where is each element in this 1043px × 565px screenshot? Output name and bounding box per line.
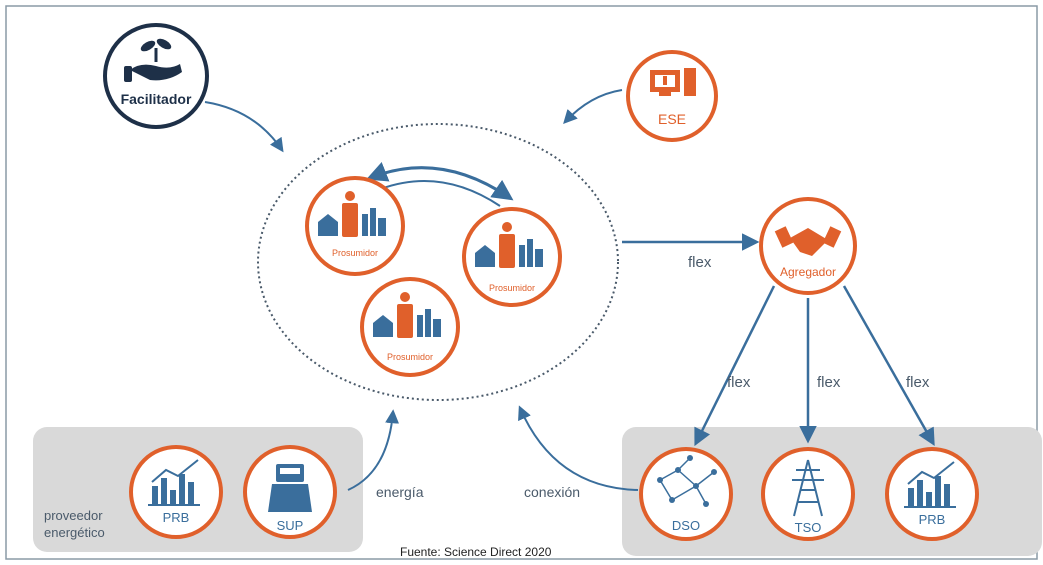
person-house-factory-icon xyxy=(475,222,543,268)
dso-node: DSO xyxy=(639,447,733,541)
monitor-server-icon xyxy=(650,68,696,96)
bar-chart-icon xyxy=(904,461,956,508)
prb-right-node: PRB xyxy=(885,447,979,541)
flex-label-agregador: flex xyxy=(688,254,712,271)
energia-arrow xyxy=(347,409,400,491)
tso-node: TSO xyxy=(761,447,855,541)
conexion-label: conexión xyxy=(524,484,580,500)
flex-label-dso: flex xyxy=(727,374,751,391)
ese-label: ESE xyxy=(658,111,686,127)
provider-label-line2: energético xyxy=(44,525,105,540)
ese-node: ESE xyxy=(626,50,718,142)
prb-right-label: PRB xyxy=(919,512,946,527)
person-house-factory-icon xyxy=(318,191,386,237)
flex-arrow-to-dso xyxy=(694,285,776,447)
prosumidor-node-1: Prosumidor xyxy=(305,176,405,276)
provider-label-line1: proveedor xyxy=(44,508,103,523)
agregador-label: Agregador xyxy=(780,265,836,279)
flex-arrow-to-prb xyxy=(842,285,935,447)
plant-in-hand-icon xyxy=(124,38,182,82)
dso-label: DSO xyxy=(672,518,700,533)
prosumidor-label-1: Prosumidor xyxy=(332,248,378,258)
prosumidor-label-2: Prosumidor xyxy=(489,283,535,293)
prosumer-community-ellipse xyxy=(257,123,619,401)
flex-label-prb: flex xyxy=(906,374,930,391)
flex-label-tso: flex xyxy=(817,374,841,391)
prosumidor-label-3: Prosumidor xyxy=(387,352,433,362)
facilitador-arrow xyxy=(204,101,284,153)
source-caption: Fuente: Science Direct 2020 xyxy=(400,545,552,559)
conexion-arrow xyxy=(518,405,639,491)
network-icon xyxy=(657,455,717,507)
facilitador-node: Facilitador xyxy=(103,23,209,129)
meter-icon xyxy=(268,464,312,512)
bar-chart-icon xyxy=(148,459,200,506)
transmission-tower-icon xyxy=(792,459,824,517)
outer-frame xyxy=(5,5,1038,560)
sup-node: SUP xyxy=(243,445,337,539)
person-house-factory-icon xyxy=(373,292,441,338)
prosumer-exchange-arrow xyxy=(366,162,514,201)
energia-label: energía xyxy=(376,484,424,500)
prb-left-node: PRB xyxy=(129,445,223,539)
ese-arrow xyxy=(563,89,623,125)
sup-label: SUP xyxy=(277,518,304,533)
tso-label: TSO xyxy=(795,520,822,535)
facilitador-label: Facilitador xyxy=(121,91,192,107)
prosumidor-node-3: Prosumidor xyxy=(360,277,460,377)
prosumidor-node-2: Prosumidor xyxy=(462,207,562,307)
prb-left-label: PRB xyxy=(163,510,190,525)
prosumer-exchange-arrow-inner xyxy=(377,180,501,207)
agregador-node: Agregador xyxy=(759,197,857,295)
handshake-icon xyxy=(774,226,842,256)
